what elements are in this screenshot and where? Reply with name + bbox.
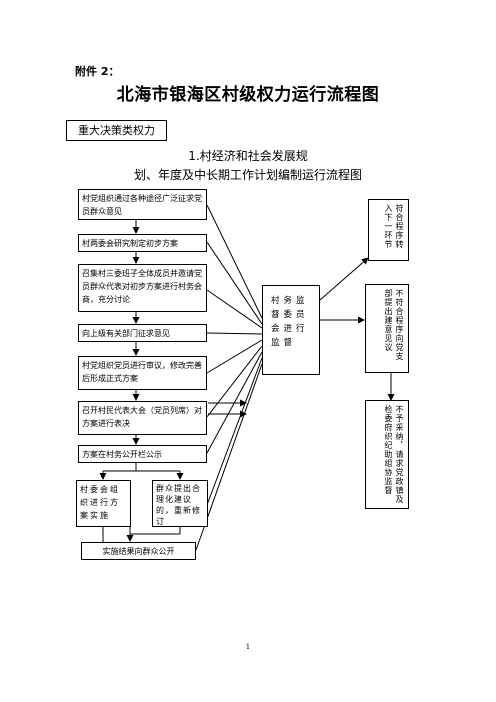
subtitle-line2: 划、年度及中长期工作计划编制运行流程图 — [133, 168, 362, 182]
outcome-escalate-box: 不予采纳，请求党政镇及检委府织纪助组协监督 — [365, 400, 409, 509]
final-publish-box: 实施结果向群众公开 — [81, 542, 196, 560]
implement-box: 村委会组织进行方案实施 — [76, 480, 131, 527]
outcome-feedback-box: 不符合程序向党支部提出建意见议 — [365, 284, 409, 373]
step-6-box: 召开村民代表大会（党员列席）对方案进行表决 — [78, 401, 207, 435]
step-3-box: 召集村三委班子全体成员并邀请党员群众代表对初步方案进行村务会商，充分讨论 — [78, 264, 207, 312]
step-2-box: 村两委会研究制定初步方案 — [78, 234, 207, 252]
step-7-box: 方案在村务公开栏公示 — [78, 445, 207, 463]
step-4-box: 向上级有关部门征求意见 — [78, 324, 207, 342]
supervision-box: 村务监督委员会进行监督 — [262, 285, 320, 375]
revise-box: 群众提出合理化建议的，重新修订 — [152, 480, 208, 527]
page-title: 北海市银海区村级权力运行流程图 — [116, 85, 380, 105]
section-label: 重大决策类权力 — [66, 120, 167, 141]
step-5-box: 村党组织党员进行审议，修改完善后形成正式方案 — [78, 356, 207, 390]
attachment-label: 附件 2： — [75, 65, 120, 78]
subtitle-line1: 1.村经济和社会发展规 — [188, 149, 308, 163]
page-number: 1 — [245, 643, 251, 651]
step-1-box: 村党组织通过各种途径广泛征求党员群众意见 — [78, 189, 207, 220]
outcome-proceed-box: 符合程序转入下一环节 — [368, 199, 409, 261]
